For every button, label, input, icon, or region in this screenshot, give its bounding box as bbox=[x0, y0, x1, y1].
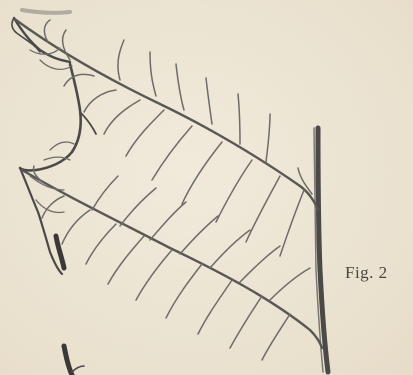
secondary-veins-upper bbox=[44, 20, 312, 256]
secondary-veins-lower bbox=[33, 166, 310, 360]
margin-loops bbox=[30, 48, 74, 213]
figure-caption: Fig. 2 bbox=[345, 263, 388, 283]
